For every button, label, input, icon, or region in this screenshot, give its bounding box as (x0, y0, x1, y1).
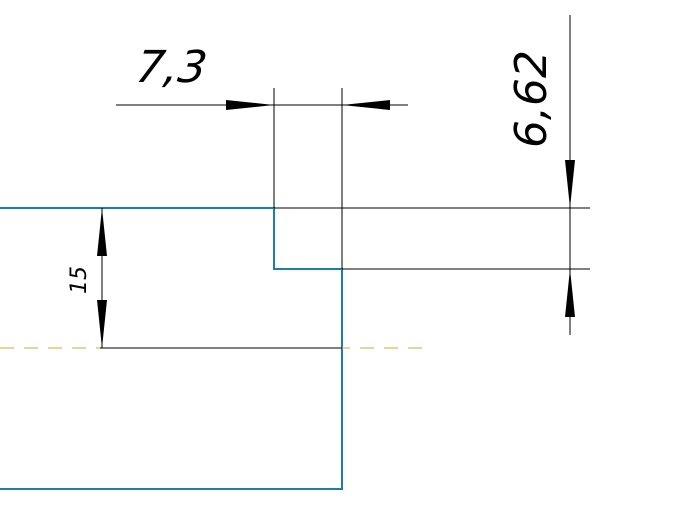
arrow-up-icon-left (97, 208, 107, 256)
dimension-label-horizontal: 7,3 (133, 42, 210, 93)
part-outline (0, 207, 343, 490)
dimension-label-vertical-right: 6,62 (506, 50, 557, 148)
arrow-down-icon (565, 160, 575, 208)
dimension-label-vertical-left: 15 (67, 266, 92, 294)
arrow-down-icon-left (97, 300, 107, 348)
arrow-right-icon (226, 100, 274, 110)
arrow-left-icon (342, 100, 390, 110)
arrow-up-icon (565, 269, 575, 317)
